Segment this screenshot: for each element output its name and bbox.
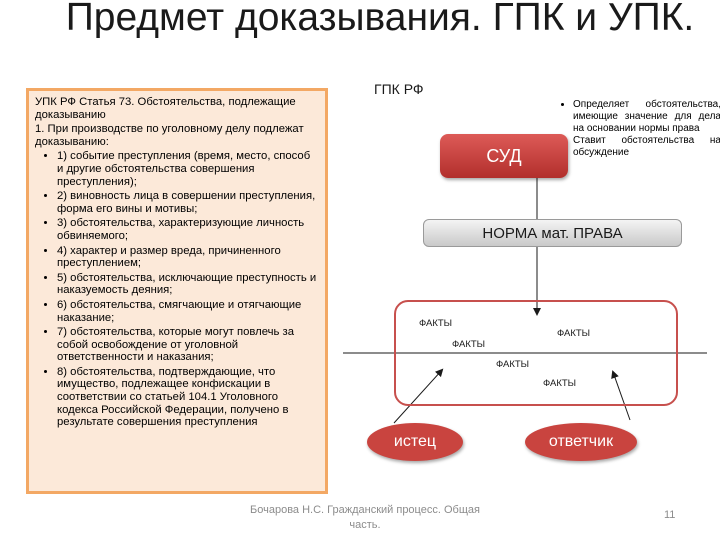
article-item: 3) обстоятельства, характеризующие лично… [57,217,319,242]
article-item: 1) событие преступления (время, место, с… [57,150,319,188]
article-intro: 1. При производстве по уголовному делу п… [35,123,304,148]
article-item: 8) обстоятельства, подтверждающие, что и… [57,366,319,429]
fact-label: ФАКТЫ [419,318,453,329]
plaintiff-arrow [393,368,444,424]
fact-label: ФАКТЫ [496,359,530,370]
article-heading: УПК РФ Статья 73. Обстоятельства, подлеж… [35,96,296,121]
article-item: 4) характер и размер вреда, причиненного… [57,245,319,270]
fact-label: ФАКТЫ [543,378,577,389]
article-item: 6) обстоятельства, смягчающие и отягчающ… [57,299,319,324]
court-note: Определяет обстоятельства, имеющие значе… [573,99,720,135]
gpk-subtitle: ГПК РФ [374,81,424,97]
page-number: 11 [664,509,676,521]
article-item: 2) виновность лица в совершении преступл… [57,190,319,215]
defendant-arrow [611,370,631,421]
footer-author: Бочарова Н.С. Гражданский процесс. Общая… [250,504,480,531]
upk-article-panel: УПК РФ Статья 73. Обстоятельства, подлеж… [26,88,328,494]
court-box: СУД [440,134,568,178]
article-item: 7) обстоятельства, которые могут повлечь… [57,326,319,364]
fact-label: ФАКТЫ [452,339,486,350]
plaintiff-oval: истец [367,423,463,461]
slide-title: Предмет доказывания. ГПК и УПК. [65,0,695,39]
court-note: Ставит обстоятельства на обсуждение [573,135,720,159]
court-notes: Определяет обстоятельства, имеющие значе… [559,99,720,159]
defendant-oval: ответчик [525,423,637,461]
facts-container [394,300,678,406]
article-item: 5) обстоятельства, исключающие преступно… [57,272,319,297]
article-list: 1) событие преступления (время, место, с… [35,150,319,428]
fact-label: ФАКТЫ [557,328,591,339]
norm-bar: НОРМА мат. ПРАВА [423,219,682,247]
